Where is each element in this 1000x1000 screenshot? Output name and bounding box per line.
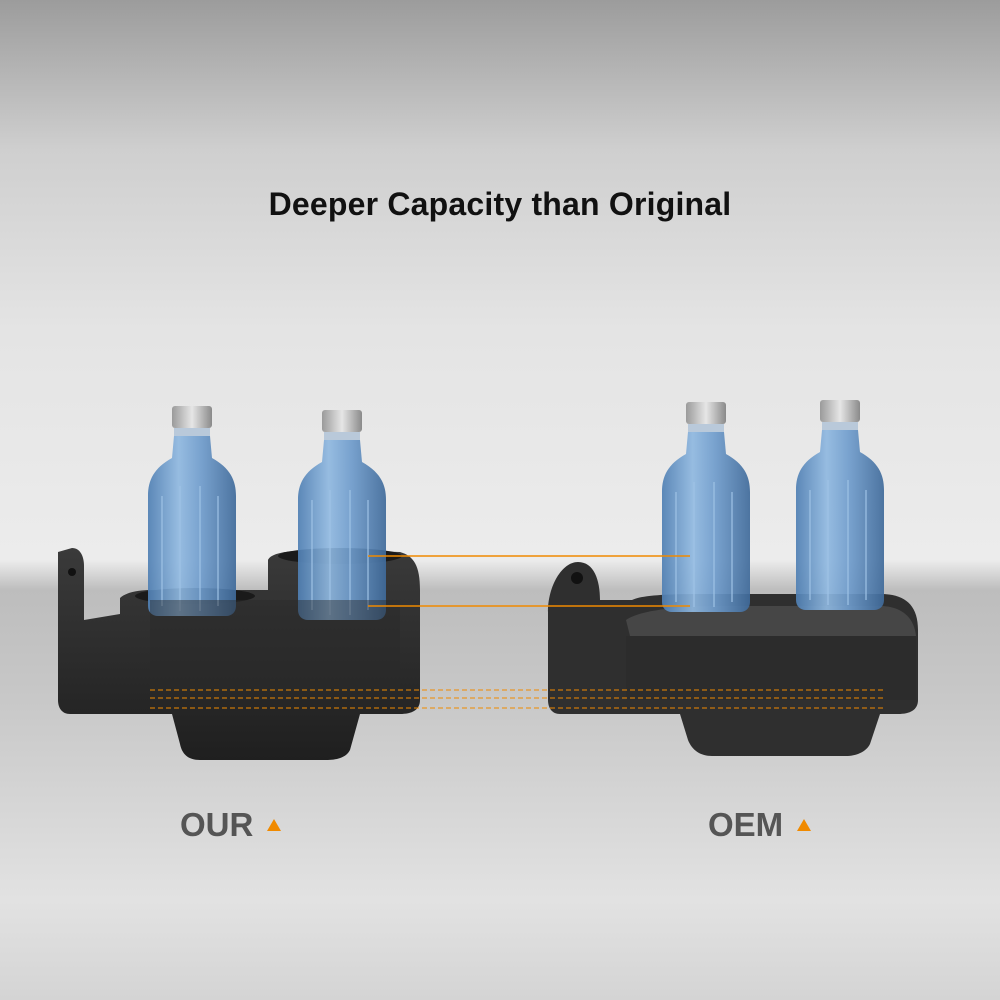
oem-holder-front-wall — [626, 636, 916, 700]
our-label: OUR — [180, 806, 282, 844]
triangle-up-icon — [267, 819, 282, 831]
triangle-up-icon — [797, 819, 812, 831]
bottle-oem-right — [795, 399, 885, 611]
bottle-our-right — [297, 409, 387, 621]
page-title: Deeper Capacity than Original — [268, 186, 732, 222]
our-label-text: OUR — [180, 806, 254, 843]
bottle-oem-left — [661, 401, 751, 613]
oem-label: OEM — [708, 806, 812, 844]
depth-comparison-lines — [150, 555, 885, 709]
bottle-our-left — [147, 405, 237, 617]
oem-label-text: OEM — [708, 806, 784, 843]
our-holder-front-wall — [150, 600, 400, 700]
